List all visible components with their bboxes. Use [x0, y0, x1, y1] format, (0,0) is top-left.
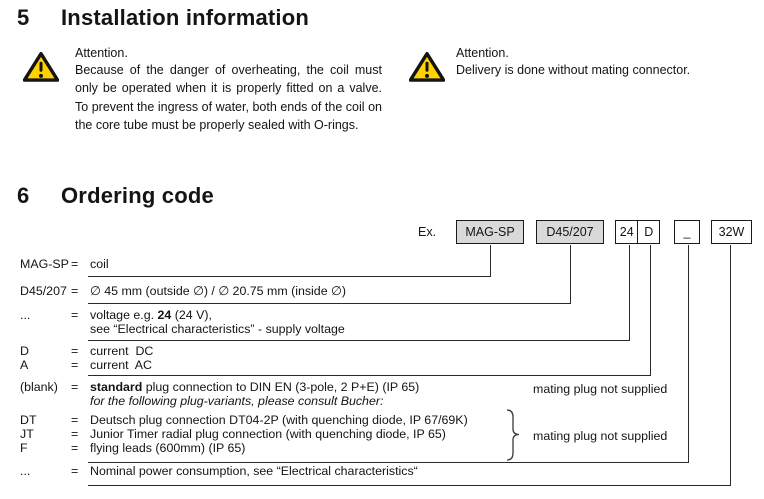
legend-text-segment: plug connection to DIN EN (3-pole, 2 P+E… [142, 380, 420, 394]
legend-row: ... = voltage e.g. 24 (24 V), [0, 309, 764, 322]
legend-equals: = [71, 464, 79, 478]
legend-row: ... = Nominal power consumption, see “Elec… [0, 465, 764, 478]
legend-row: for the following plug-variants, please … [0, 395, 764, 408]
legend-term: ... [20, 308, 31, 322]
ordering-code-box-cell: 24 [619, 225, 634, 239]
legend-row: MAG-SP= coil [0, 258, 764, 271]
ordering-code-box: _ [674, 220, 700, 244]
section-6-title: Ordering code [61, 183, 214, 208]
legend-text-segment: coil [90, 257, 109, 271]
legend-term: F [20, 441, 28, 455]
example-label: Ex. [418, 225, 437, 239]
legend-row: A = current AC [0, 359, 764, 372]
legend-equals: = [71, 257, 79, 271]
legend-text-segment: standard [90, 380, 143, 394]
legend-description: Junior Timer radial plug connection (wit… [90, 428, 446, 441]
legend-description: ∅ 45 mm (outside ∅) / ∅ 20.75 mm (inside… [90, 285, 346, 298]
legend-description: Deutsch plug connection DT04-2P (with qu… [90, 414, 468, 427]
warning-title: Attention. [75, 46, 128, 60]
legend-text-segment: for the following plug-variants, please … [90, 394, 384, 408]
legend-equals: = [71, 308, 79, 322]
legend-equals: = [71, 284, 79, 298]
legend-text-segment: current DC [90, 344, 154, 358]
legend-text-segment: 24 [157, 308, 172, 322]
warning-title: Attention. [456, 46, 509, 60]
legend-description: for the following plug-variants, please … [90, 395, 383, 408]
connector-vline [688, 245, 690, 463]
connector-underline [88, 276, 491, 278]
legend-row: F = flying leads (600mm) (IP 65) [0, 442, 764, 455]
legend-text-segment: flying leads (600mm) (IP 65) [90, 441, 246, 455]
warning-body: Delivery is done without mating connecto… [456, 63, 691, 77]
legend-term: JT [20, 427, 34, 441]
connector-underline [88, 303, 571, 305]
connector-vline [570, 245, 572, 304]
legend-description: current DC [90, 345, 153, 358]
legend-text-segment: Deutsch plug connection DT04-2P (with qu… [90, 413, 468, 427]
section-5-title: Installation information [61, 5, 310, 30]
legend-equals: = [71, 344, 79, 358]
section-5-number: 5 [17, 5, 30, 30]
grouping-brace [505, 409, 521, 466]
legend-term: (blank) [20, 380, 58, 394]
legend-text-segment: see “Electrical characteristics” - suppl… [90, 322, 345, 336]
legend-text-segment: Junior Timer radial plug connection (wit… [90, 427, 446, 441]
legend-equals: = [71, 380, 79, 394]
warning-triangle-icon [22, 51, 60, 88]
legend-description: Nominal power consumption, see “Electric… [90, 465, 418, 478]
legend-text-segment: ∅ 45 mm (outside ∅) / ∅ 20.75 mm (inside… [90, 284, 346, 298]
legend-term: MAG-SP [20, 257, 69, 271]
connector-underline [88, 375, 651, 377]
connector-underline [88, 485, 731, 487]
mating-plug-note: mating plug not supplied [533, 429, 668, 443]
legend-term: ... [20, 464, 31, 478]
ordering-code-box: 32W [711, 220, 752, 244]
legend-equals: = [71, 413, 79, 427]
legend-term: D [20, 344, 29, 358]
legend-description: current AC [90, 359, 152, 372]
section-6-number: 6 [17, 183, 30, 208]
legend-term: A [20, 358, 29, 372]
legend-row: (blank) = standard plug connection to DIN … [0, 381, 764, 394]
legend-term: D45/207 [20, 284, 67, 298]
legend-equals: = [71, 358, 79, 372]
legend-row: JT = Junior Timer radial plug connection (… [0, 428, 764, 441]
connector-underline [88, 462, 689, 464]
mating-plug-note: mating plug not supplied [533, 382, 668, 396]
connector-vline [730, 245, 732, 486]
legend-description: coil [90, 258, 109, 271]
connector-underline [88, 340, 630, 342]
legend-description: see “Electrical characteristics” - suppl… [90, 323, 345, 336]
legend-row: D = current DC [0, 345, 764, 358]
legend-text-segment: voltage e.g. [90, 308, 158, 322]
warning-body: Because of the danger of overheating, th… [75, 63, 382, 133]
legend-description: flying leads (600mm) (IP 65) [90, 442, 245, 455]
ordering-code-box-cell: D [637, 221, 659, 243]
legend-description: standard plug connection to DIN EN (3-po… [90, 381, 419, 394]
ordering-code-box: MAG-SP [456, 220, 524, 244]
ordering-code-box: D45/207 [536, 220, 604, 244]
warning-triangle-icon [408, 51, 446, 88]
legend-text-segment: Nominal power consumption, see “Electric… [90, 464, 418, 478]
legend-term: DT [20, 413, 37, 427]
legend-row: see “Electrical characteristics” - suppl… [0, 323, 764, 336]
legend-text-segment: current AC [90, 358, 152, 372]
legend-equals: = [71, 441, 79, 455]
legend-equals: = [71, 427, 79, 441]
legend-text-segment: (24 V), [171, 308, 212, 322]
legend-row: D45/207 = ∅ 45 mm (outside ∅) / ∅ 20.75 mm… [0, 285, 764, 298]
legend-description: voltage e.g. 24 (24 V), [90, 309, 212, 322]
connector-vline [629, 245, 631, 341]
connector-vline [650, 245, 652, 376]
legend-row: DT = Deutsch plug connection DT04-2P (with… [0, 414, 764, 427]
connector-vline [490, 245, 492, 277]
